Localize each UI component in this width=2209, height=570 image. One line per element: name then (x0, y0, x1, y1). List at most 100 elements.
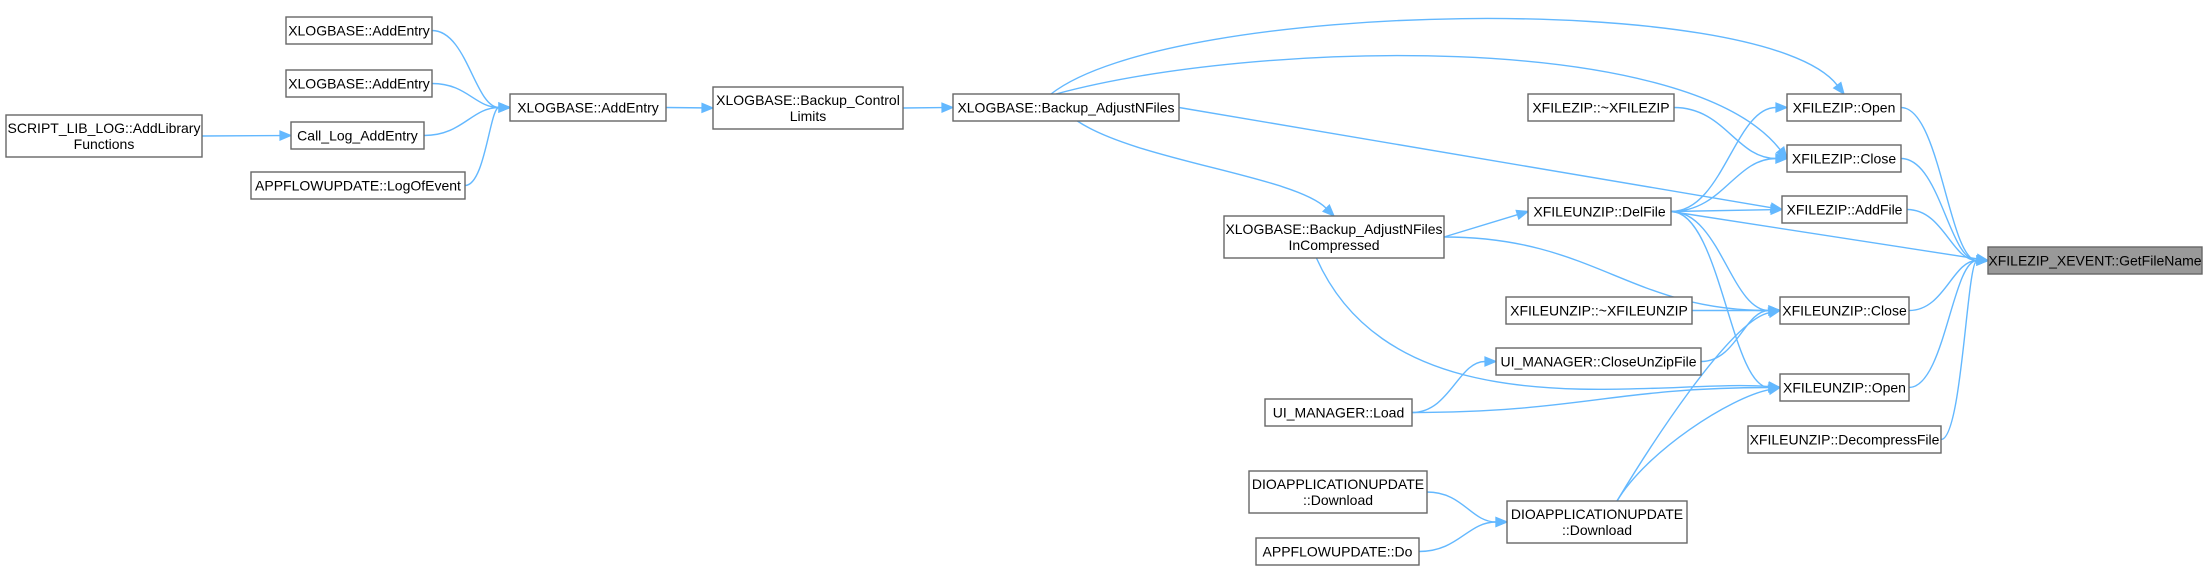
node-box (1781, 195, 1908, 224)
node-box (1747, 425, 1942, 454)
edge-n8-to-n20 (1178, 106, 1784, 213)
node-label: XFILEUNZIP::~XFILEUNZIP (1510, 303, 1688, 319)
node-box (509, 93, 667, 122)
edge-n11-to-n19 (1670, 153, 1789, 213)
node-n17[interactable]: DIOAPPLICATIONUPDATE::Download (1506, 500, 1688, 544)
edge-n8-to-n9 (1076, 120, 1336, 218)
node-box (1527, 197, 1672, 226)
node-box (1255, 537, 1420, 566)
edge-n9-to-n11 (1443, 209, 1530, 238)
node-box (1264, 398, 1413, 427)
node-label: DIOAPPLICATIONUPDATE (1511, 506, 1683, 522)
node-box (1779, 373, 1910, 402)
node-box (1786, 93, 1902, 122)
node-box (1527, 93, 1675, 122)
node-box (290, 121, 425, 150)
node-label: SCRIPT_LIB_LOG::AddLibrary (8, 120, 201, 136)
node-label: Call_Log_AddEntry (297, 128, 418, 144)
edge-n22-to-n24 (1908, 255, 1990, 389)
node-box (285, 16, 433, 45)
node-box (250, 171, 466, 200)
node-box (5, 114, 203, 158)
node-box (1223, 215, 1445, 259)
node-n23[interactable]: XFILEUNZIP::DecompressFile (1747, 425, 1942, 454)
node-n12[interactable]: XFILEUNZIP::~XFILEUNZIP (1505, 296, 1693, 325)
node-n15[interactable]: DIOAPPLICATIONUPDATE::Download (1248, 470, 1428, 514)
node-box (1248, 470, 1428, 514)
edge-n23-to-n24 (1940, 255, 1990, 441)
edges-layer (201, 17, 1990, 553)
edge-n8-to-n18 (1050, 17, 1845, 96)
edge-n11-to-n20 (1670, 204, 1784, 216)
node-label: Limits (790, 108, 827, 124)
node-n19[interactable]: XFILEZIP::Close (1786, 144, 1902, 173)
node-n13[interactable]: UI_MANAGER::CloseUnZipFile (1495, 347, 1702, 376)
edge-n6-to-n7 (665, 102, 715, 114)
node-label: XFILEZIP::Open (1793, 100, 1896, 116)
node-n2[interactable]: XLOGBASE::AddEntry (285, 69, 433, 98)
edge-n11-to-n18 (1670, 102, 1789, 213)
node-label: XLOGBASE::AddEntry (288, 76, 430, 92)
node-label: XFILEZIP_XEVENT::GetFileName (1988, 253, 2201, 269)
edge-n5-to-n6 (464, 102, 512, 187)
node-label: XFILEZIP::~XFILEZIP (1532, 100, 1669, 116)
node-n5[interactable]: APPFLOWUPDATE::LogOfEvent (250, 171, 466, 200)
node-box (1779, 296, 1910, 325)
node-box (285, 69, 433, 98)
node-n1[interactable]: XLOGBASE::AddEntry (285, 16, 433, 45)
node-n16[interactable]: APPFLOWUPDATE::Do (1255, 537, 1420, 566)
node-label: Functions (74, 136, 135, 152)
edge-n21-to-n24 (1908, 255, 1990, 312)
node-box (1505, 296, 1693, 325)
node-n20[interactable]: XFILEZIP::AddFile (1781, 195, 1908, 224)
node-label: DIOAPPLICATIONUPDATE (1252, 476, 1424, 492)
node-label: XLOGBASE::AddEntry (288, 23, 430, 39)
node-n4[interactable]: Call_Log_AddEntry (290, 121, 425, 150)
edge-n1-to-n6 (431, 29, 512, 113)
node-label: ::Download (1562, 522, 1632, 538)
node-n21[interactable]: XFILEUNZIP::Close (1779, 296, 1910, 325)
edge-n16-to-n17 (1418, 516, 1509, 553)
node-box (1786, 144, 1902, 173)
node-n8[interactable]: XLOGBASE::Backup_AdjustNFiles (952, 93, 1180, 122)
node-label: XFILEUNZIP::DecompressFile (1750, 432, 1940, 448)
node-n6[interactable]: XLOGBASE::AddEntry (509, 93, 667, 122)
node-label: XLOGBASE::Backup_AdjustNFiles (1225, 221, 1442, 237)
edge-n13-to-n21 (1700, 305, 1782, 363)
edge-n3-to-n4 (201, 130, 293, 141)
node-label: APPFLOWUPDATE::LogOfEvent (255, 178, 461, 194)
node-label: XLOGBASE::Backup_AdjustNFiles (957, 100, 1174, 116)
node-n10[interactable]: XFILEZIP::~XFILEZIP (1527, 93, 1675, 122)
node-n22[interactable]: XFILEUNZIP::Open (1779, 373, 1910, 402)
node-label: XFILEZIP::Close (1792, 151, 1896, 167)
node-label: UI_MANAGER::Load (1273, 405, 1405, 421)
node-box (712, 86, 904, 130)
edge-n17-to-n22 (1616, 384, 1782, 502)
edge-n7-to-n8 (902, 102, 955, 114)
node-label: InCompressed (1288, 237, 1379, 253)
node-label: UI_MANAGER::CloseUnZipFile (1500, 354, 1696, 370)
node-n14[interactable]: UI_MANAGER::Load (1264, 398, 1413, 427)
node-label: XFILEUNZIP::Close (1782, 303, 1907, 319)
node-n9[interactable]: XLOGBASE::Backup_AdjustNFilesInCompresse… (1223, 215, 1445, 259)
node-label: ::Download (1303, 492, 1373, 508)
edge-n17-to-n21 (1616, 307, 1782, 502)
edge-n8-to-n19 (1055, 54, 1788, 160)
node-box (1495, 347, 1702, 376)
node-label: XFILEUNZIP::Open (1783, 380, 1906, 396)
node-label: XFILEUNZIP::DelFile (1533, 204, 1665, 220)
node-n18[interactable]: XFILEZIP::Open (1786, 93, 1902, 122)
node-n11[interactable]: XFILEUNZIP::DelFile (1527, 197, 1672, 226)
node-box (1506, 500, 1688, 544)
node-label: APPFLOWUPDATE::Do (1263, 544, 1413, 560)
edge-n14-to-n13 (1411, 356, 1498, 414)
node-focus-function: XFILEZIP_XEVENT::GetFileName (1987, 246, 2203, 275)
nodes-layer: XLOGBASE::AddEntryXLOGBASE::AddEntrySCRI… (5, 16, 2203, 566)
edge-n20-to-n24 (1906, 208, 1990, 266)
node-box (1987, 246, 2203, 275)
node-label: XLOGBASE::Backup_Control (716, 92, 900, 108)
node-label: XLOGBASE::AddEntry (517, 100, 659, 116)
